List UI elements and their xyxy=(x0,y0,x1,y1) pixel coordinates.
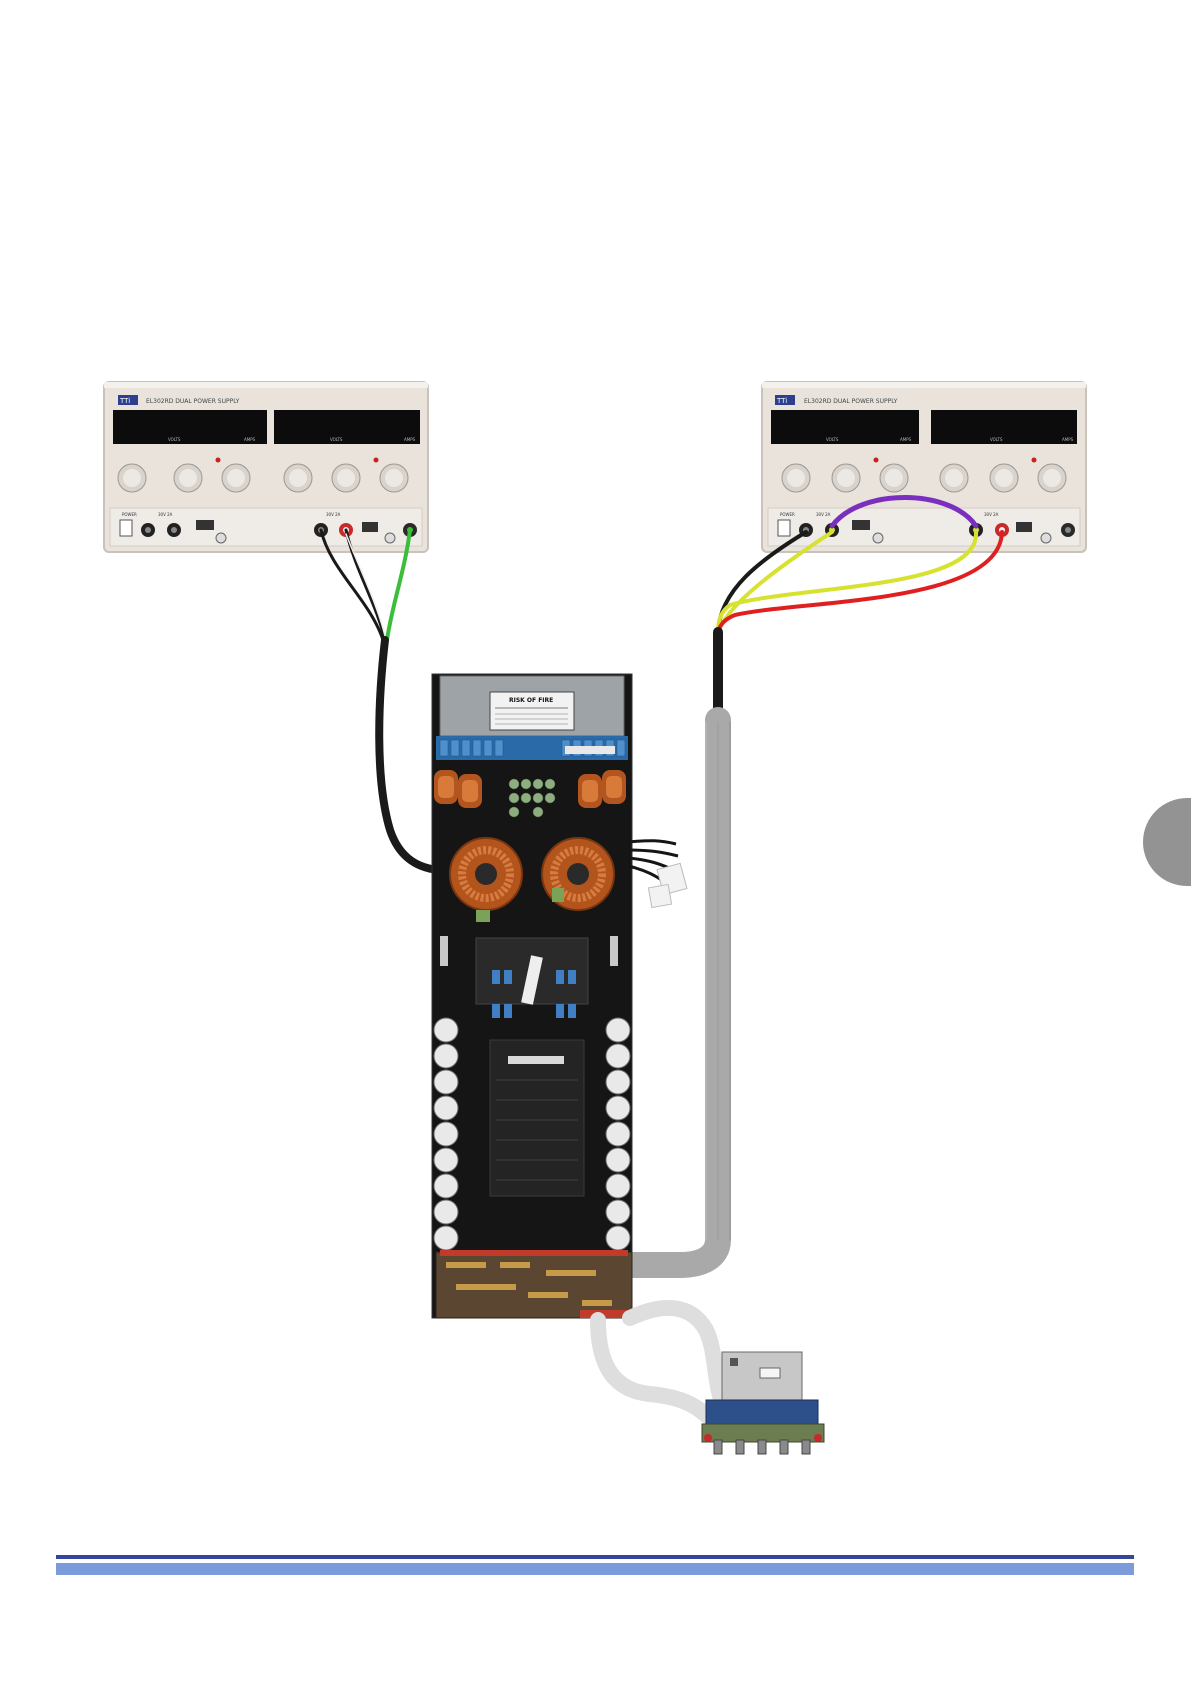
knob-small xyxy=(385,533,395,543)
knob xyxy=(118,464,146,492)
knob-small xyxy=(873,533,883,543)
display xyxy=(931,410,1077,444)
display xyxy=(274,410,420,444)
power-supply-left: TTi EL302RD DUAL POWER SUPPLY VOLTS AMPS… xyxy=(104,382,428,552)
wire-harness-left xyxy=(321,530,438,870)
knob xyxy=(222,464,250,492)
knob-small xyxy=(216,533,226,543)
knob xyxy=(832,464,860,492)
indicator-led xyxy=(216,458,221,463)
display-label: VOLTS xyxy=(990,437,1003,442)
brand-label: TTi xyxy=(119,397,130,405)
power-supply-right: TTi EL302RD DUAL POWER SUPPLY VOLTS AMPS… xyxy=(762,382,1086,552)
knob xyxy=(380,464,408,492)
power-switch xyxy=(120,520,132,536)
display xyxy=(771,410,919,444)
output-label: 30V 2A xyxy=(326,512,341,517)
power-switch xyxy=(778,520,790,536)
terminal-black xyxy=(141,523,155,537)
indicator-led xyxy=(374,458,379,463)
ribbon-cables-lower xyxy=(598,1308,722,1420)
inductor-small xyxy=(458,774,482,808)
output-label: 30V 2A xyxy=(984,512,999,517)
display-label: AMPS xyxy=(244,437,256,442)
inductor-small xyxy=(578,774,602,808)
knob xyxy=(940,464,968,492)
footer-rule xyxy=(56,1555,1134,1559)
amplifier-board: RISK OF FIRE xyxy=(432,674,687,1318)
power-label: POWER xyxy=(122,512,137,517)
knob xyxy=(332,464,360,492)
display-label: VOLTS xyxy=(168,437,181,442)
knob-small xyxy=(1041,533,1051,543)
display-label: AMPS xyxy=(900,437,912,442)
footer-rule xyxy=(56,1563,1134,1575)
output-label: 30V 2A xyxy=(158,512,173,517)
brand-label: TTi xyxy=(776,397,787,405)
capacitor-column-right xyxy=(606,1018,630,1250)
display-label: VOLTS xyxy=(826,437,839,442)
display-label: VOLTS xyxy=(330,437,343,442)
display-label: AMPS xyxy=(1062,437,1074,442)
knob xyxy=(174,464,202,492)
terminal-black xyxy=(167,523,181,537)
knob xyxy=(782,464,810,492)
display-label: AMPS xyxy=(404,437,416,442)
warning-title: RISK OF FIRE xyxy=(509,697,553,704)
terminal-black xyxy=(1061,523,1075,537)
inductor-small xyxy=(434,770,458,804)
indicator-led xyxy=(874,458,879,463)
indicator-led xyxy=(1032,458,1037,463)
capacitor-column-left xyxy=(434,1018,458,1250)
output-label: 30V 2A xyxy=(816,512,831,517)
knob xyxy=(284,464,312,492)
model-label: EL302RD DUAL POWER SUPPLY xyxy=(146,398,240,405)
power-label: POWER xyxy=(780,512,795,517)
toroid-inductor xyxy=(450,838,522,910)
knob xyxy=(1038,464,1066,492)
wire-harness-right xyxy=(630,498,1002,1266)
knob xyxy=(990,464,1018,492)
model-label: EL302RD DUAL POWER SUPPLY xyxy=(804,398,898,405)
inductor-small xyxy=(602,770,626,804)
knob xyxy=(880,464,908,492)
